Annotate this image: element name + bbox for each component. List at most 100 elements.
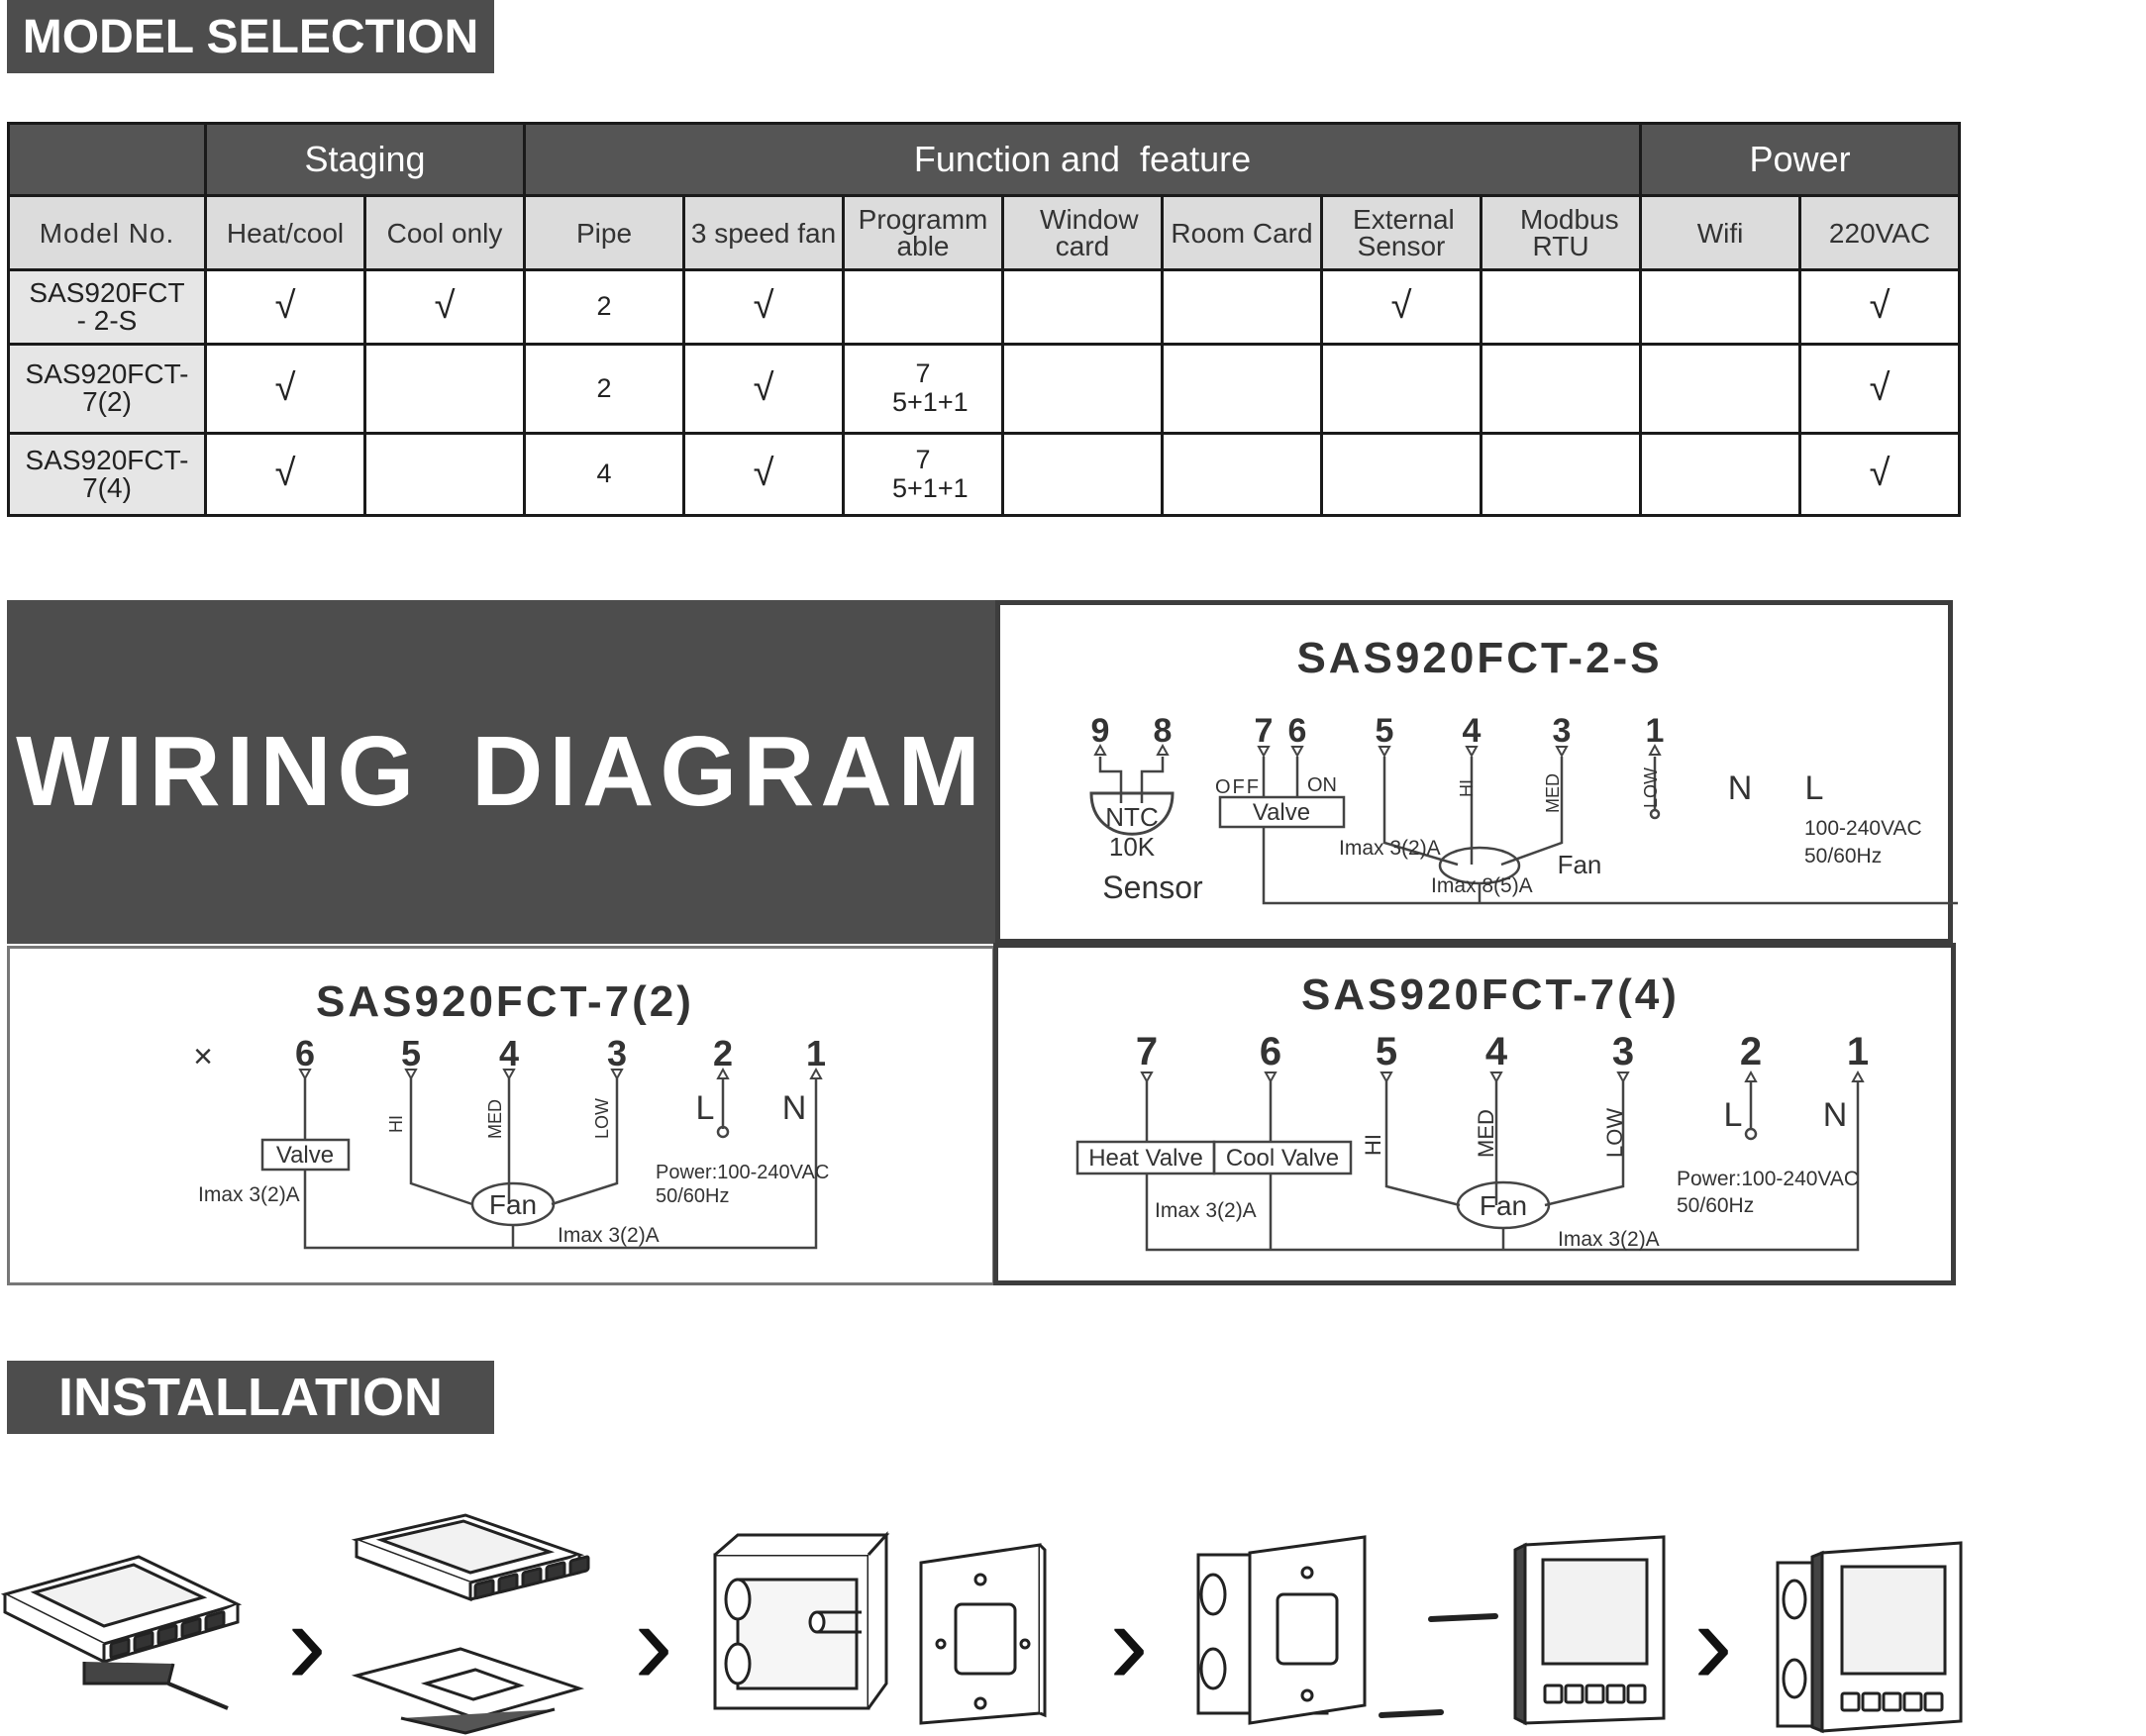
- imax-valve-label: Imax 3(2)A: [1155, 1199, 1257, 1222]
- installation-heading: INSTALLATION: [7, 1361, 494, 1434]
- group-header-blank: [7, 121, 207, 198]
- terminal-2: 2: [1740, 1030, 1762, 1073]
- terminal-8: 8: [1154, 712, 1173, 750]
- terminal-3: 3: [1553, 712, 1572, 750]
- diagram-title: SAS920FCT-2-S: [1296, 634, 1662, 682]
- med-label: MED: [1543, 773, 1563, 813]
- thermostat-unit-image: [0, 1555, 243, 1710]
- terminal-3: 3: [607, 1033, 627, 1073]
- unused-terminal-mark: ×: [193, 1038, 213, 1075]
- terminal-7: 7: [1136, 1030, 1158, 1073]
- model-selection-heading: MODEL SELECTION: [7, 0, 494, 73]
- terminal-4: 4: [499, 1033, 519, 1073]
- l-label: L: [696, 1089, 715, 1127]
- installation-steps: › › › ›: [0, 1485, 1981, 1736]
- table-cell: [1001, 431, 1165, 518]
- table-cell: √: [682, 268, 846, 346]
- valve-label: Valve: [1253, 799, 1310, 826]
- power-frequency: 50/60Hz: [1804, 845, 1882, 868]
- table-cell: √: [204, 431, 366, 518]
- table-cell: [1480, 342, 1643, 435]
- column-header: 220VAC: [1798, 194, 1962, 272]
- imax-fan-label: Imax 8(5)A: [1431, 874, 1533, 897]
- column-header: 3 speed fan: [682, 194, 846, 272]
- table-cell: √: [682, 342, 846, 435]
- n-label: N: [1728, 769, 1753, 807]
- terminal-6: 6: [1288, 712, 1307, 750]
- heat-valve-label: Heat Valve: [1088, 1145, 1203, 1172]
- table-cell: 7 5+1+1: [842, 431, 1005, 518]
- n-label: N: [782, 1089, 807, 1127]
- column-header: Heat/cool: [204, 194, 366, 272]
- table-cell: [1161, 268, 1324, 346]
- low-label: LOW: [1602, 1108, 1627, 1158]
- power-voltage: Power:100-240VAC: [656, 1162, 829, 1183]
- plate-on-box-image: [1196, 1535, 1367, 1725]
- terminal-9: 9: [1091, 712, 1110, 750]
- ntc-label: NTC: [1105, 802, 1158, 832]
- terminal-5: 5: [1376, 1030, 1397, 1073]
- model-cell: SAS920FCT - 2-S: [7, 268, 207, 346]
- table-cell: [362, 431, 527, 518]
- next-step-arrow: ›: [634, 1577, 673, 1709]
- table-cell: √: [362, 268, 527, 346]
- model-selection-table: Staging Function and feature Power Model…: [7, 121, 1962, 518]
- terminal-6: 6: [1260, 1030, 1281, 1073]
- column-header: Pipe: [523, 194, 686, 272]
- table-cell: 7 5+1+1: [842, 342, 1005, 435]
- ntc-value: 10K: [1109, 832, 1156, 862]
- power-voltage: Power:100-240VAC: [1677, 1168, 1859, 1190]
- imax-fan-label: Imax 3(2)A: [1558, 1228, 1660, 1251]
- column-header: External Sensor: [1320, 194, 1483, 272]
- terminal-5: 5: [1376, 712, 1394, 750]
- low-label: LOW: [592, 1098, 612, 1139]
- thermostat-front-image: [1513, 1535, 1666, 1726]
- power-frequency: 50/60Hz: [1677, 1194, 1754, 1217]
- terminal-7: 7: [1255, 712, 1274, 750]
- group-header-staging: Staging: [203, 121, 527, 198]
- cool-valve-label: Cool Valve: [1226, 1145, 1339, 1172]
- hi-label: HI: [386, 1115, 406, 1133]
- table-cell: [1161, 431, 1324, 518]
- thermostat-and-plate-image: [351, 1513, 590, 1735]
- terminal-4: 4: [1463, 712, 1482, 750]
- fan-label: Fan: [1480, 1190, 1527, 1221]
- junction-box-image: [713, 1531, 890, 1710]
- sensor-label: Sensor: [1102, 869, 1203, 905]
- fan-label: Fan: [489, 1189, 537, 1220]
- table-cell: 4: [523, 431, 686, 518]
- hi-label: HI: [1457, 779, 1477, 797]
- column-header: Window card: [1001, 194, 1165, 272]
- table-cell: [362, 342, 527, 435]
- mounting-plate-image: [919, 1543, 1047, 1725]
- installed-thermostat-image: [1776, 1541, 1963, 1734]
- next-step-arrow: ›: [1109, 1577, 1149, 1709]
- low-label: LOW: [1641, 767, 1661, 808]
- table-cell: √: [204, 342, 366, 435]
- table-cell: [1480, 431, 1643, 518]
- on-label: ON: [1307, 774, 1337, 796]
- mounting-screw-image: [1379, 1613, 1498, 1718]
- terminal-3: 3: [1612, 1030, 1634, 1073]
- terminal-6: 6: [295, 1033, 315, 1073]
- model-cell: SAS920FCT- 7(2): [7, 342, 207, 435]
- fan-label: Fan: [1558, 850, 1602, 879]
- diagram-title: SAS920FCT-7(2): [316, 977, 694, 1026]
- valve-label: Valve: [276, 1142, 334, 1169]
- med-label: MED: [1474, 1109, 1498, 1158]
- terminal-2: 2: [713, 1033, 733, 1073]
- group-header-power: Power: [1639, 121, 1962, 198]
- diagram-title: SAS920FCT-7(4): [1301, 970, 1680, 1019]
- table-cell: 2: [523, 268, 686, 346]
- table-cell: [1001, 342, 1165, 435]
- terminal-1: 1: [806, 1033, 826, 1073]
- terminal-1: 1: [1847, 1030, 1869, 1073]
- l-label: L: [1805, 769, 1824, 807]
- n-label: N: [1823, 1096, 1848, 1134]
- table-cell: [842, 268, 1005, 346]
- power-voltage: 100-240VAC: [1804, 817, 1922, 840]
- table-cell: [1320, 431, 1483, 518]
- table-cell: √: [1798, 342, 1962, 435]
- terminal-4: 4: [1485, 1030, 1508, 1073]
- table-cell: √: [682, 431, 846, 518]
